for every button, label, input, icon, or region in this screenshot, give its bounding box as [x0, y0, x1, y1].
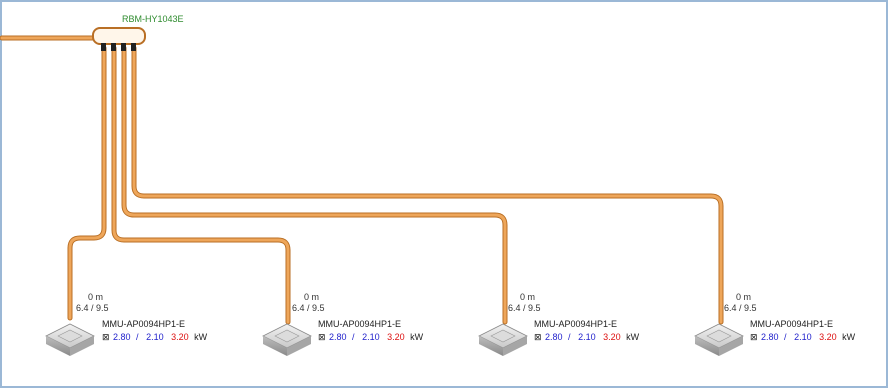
capacity-separator: / [568, 332, 571, 342]
capacity-icon: ⊠ [750, 332, 758, 342]
cassette-unit-icon [694, 323, 744, 356]
pipe-length: 0 m [304, 292, 319, 302]
cassette-unit-icon [45, 323, 95, 356]
capacity-unit: kW [194, 332, 208, 342]
capacity-separator: / [784, 332, 787, 342]
capacity-unit: kW [626, 332, 640, 342]
branch-box[interactable]: RBM-HY1043E [92, 14, 184, 51]
capacity-red: 3.20 [171, 332, 189, 342]
capacity-row: 2.80 / 2.10 3.20 kW [113, 332, 208, 342]
indoor-unit-3[interactable]: 0 m 6.4 / 9.5 MMU-AP0094HP1-E ⊠ 2.80 / 2… [478, 292, 640, 356]
pipe-to-unit-3 [121, 45, 508, 325]
pipe-to-unit-1 [67, 45, 107, 321]
capacity-heat: 2.10 [146, 332, 164, 342]
indoor-unit-2[interactable]: 0 m 6.4 / 9.5 MMU-AP0094HP1-E ⊠ 2.80 / 2… [262, 292, 424, 356]
capacity-unit: kW [410, 332, 424, 342]
pipe-to-unit-4 [131, 45, 724, 325]
branch-box-label: RBM-HY1043E [122, 14, 184, 24]
pipe-length: 0 m [520, 292, 535, 302]
unit-model: MMU-AP0094HP1-E [318, 319, 401, 329]
capacity-red: 3.20 [387, 332, 405, 342]
pipe-size: 6.4 / 9.5 [76, 303, 109, 313]
capacity-red: 3.20 [603, 332, 621, 342]
capacity-row: 2.80 / 2.10 3.20 kW [761, 332, 856, 342]
capacity-row: 2.80 / 2.10 3.20 kW [545, 332, 640, 342]
cassette-unit-icon [262, 323, 312, 356]
pipe-size: 6.4 / 9.5 [508, 303, 541, 313]
pipe-length: 0 m [736, 292, 751, 302]
pipe-length: 0 m [88, 292, 103, 302]
branch-box-body [92, 27, 146, 45]
capacity-icon: ⊠ [102, 332, 110, 342]
unit-model: MMU-AP0094HP1-E [102, 319, 185, 329]
indoor-unit-1[interactable]: 0 m 6.4 / 9.5 MMU-AP0094HP1-E ⊠ 2.80 / 2… [45, 292, 208, 356]
capacity-unit: kW [842, 332, 856, 342]
capacity-separator: / [136, 332, 139, 342]
capacity-red: 3.20 [819, 332, 837, 342]
pipe-size: 6.4 / 9.5 [292, 303, 325, 313]
pipe-size: 6.4 / 9.5 [724, 303, 757, 313]
capacity-cool: 2.80 [329, 332, 347, 342]
pipe-to-unit-2 [111, 45, 291, 325]
capacity-heat: 2.10 [362, 332, 380, 342]
unit-model: MMU-AP0094HP1-E [534, 319, 617, 329]
capacity-cool: 2.80 [113, 332, 131, 342]
capacity-icon: ⊠ [318, 332, 326, 342]
unit-model: MMU-AP0094HP1-E [750, 319, 833, 329]
capacity-heat: 2.10 [794, 332, 812, 342]
capacity-separator: / [352, 332, 355, 342]
indoor-unit-4[interactable]: 0 m 6.4 / 9.5 MMU-AP0094HP1-E ⊠ 2.80 / 2… [694, 292, 856, 356]
capacity-cool: 2.80 [545, 332, 563, 342]
capacity-cool: 2.80 [761, 332, 779, 342]
capacity-heat: 2.10 [578, 332, 596, 342]
capacity-icon: ⊠ [534, 332, 542, 342]
branch-ports [101, 43, 136, 51]
cassette-unit-icon [478, 323, 528, 356]
pipes [0, 35, 724, 325]
capacity-row: 2.80 / 2.10 3.20 kW [329, 332, 424, 342]
